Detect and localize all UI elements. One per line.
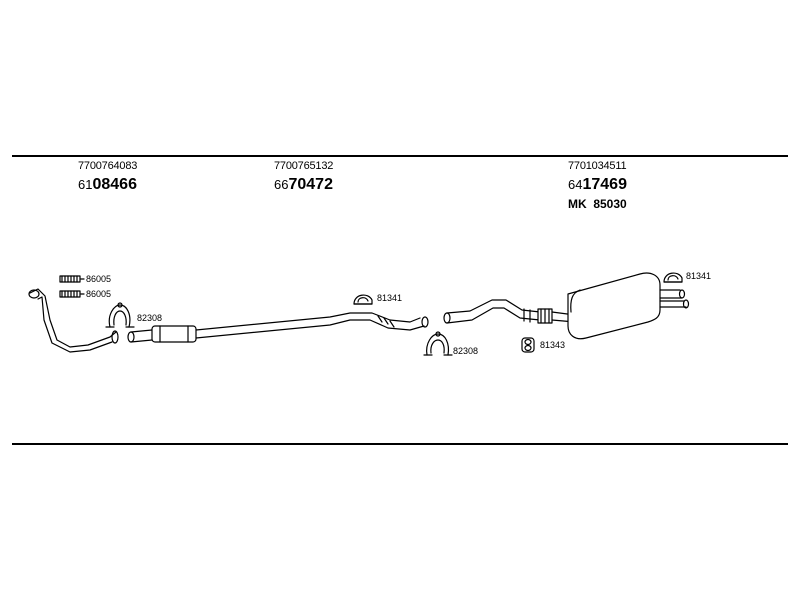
top-rule bbox=[12, 155, 788, 157]
group2-oem-number: 7700765132 bbox=[274, 160, 334, 172]
group2-part-number: 6670472 bbox=[274, 176, 333, 194]
rubber-hanger-icon-tail bbox=[663, 272, 683, 283]
group3-part-prefix: 64 bbox=[568, 177, 583, 192]
group3-oem-number: 7701034511 bbox=[568, 160, 627, 172]
rear-pipe bbox=[443, 299, 576, 324]
clamp-icon-rear bbox=[423, 331, 453, 356]
group2-part-prefix: 66 bbox=[274, 177, 289, 192]
callout-hanger-tail: 81341 bbox=[686, 271, 712, 281]
rear-silencer bbox=[567, 272, 690, 340]
group1-part-main: 08466 bbox=[92, 176, 137, 193]
group3-part-main: 17469 bbox=[582, 176, 627, 193]
gasket-spring-icon-1 bbox=[59, 275, 81, 283]
group1-oem-number: 7700764083 bbox=[78, 160, 138, 172]
group2-part-main: 70472 bbox=[288, 176, 333, 193]
callout-clamp-front: 82308 bbox=[137, 313, 163, 323]
callout-gasket-a: 86005 bbox=[86, 274, 112, 284]
group3-part-number: 6417469 bbox=[568, 176, 627, 194]
callout-gasket-b: 86005 bbox=[86, 289, 112, 299]
gasket-spring-icon-2 bbox=[59, 290, 81, 298]
clamp-icon-front bbox=[105, 302, 135, 328]
callout-mount-rear: 81343 bbox=[540, 340, 566, 350]
bottom-rule bbox=[12, 443, 788, 445]
rubber-hanger-icon-mid bbox=[353, 294, 373, 305]
callout-hanger-mid: 81341 bbox=[377, 293, 403, 303]
front-downpipe bbox=[28, 288, 119, 353]
rubber-mount-icon bbox=[521, 337, 535, 353]
group3-kit-number: MK 85030 bbox=[568, 197, 627, 211]
group1-part-number: 6108466 bbox=[78, 176, 137, 194]
callout-clamp-rear: 82308 bbox=[453, 346, 479, 356]
group1-part-prefix: 61 bbox=[78, 177, 93, 192]
center-pipe bbox=[127, 312, 429, 343]
